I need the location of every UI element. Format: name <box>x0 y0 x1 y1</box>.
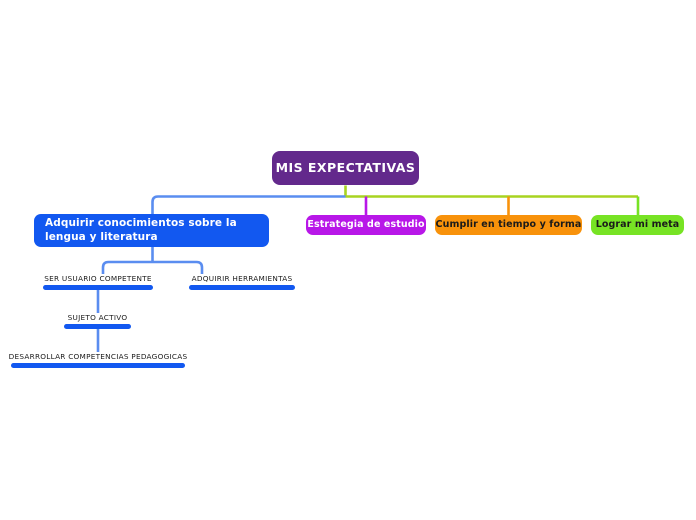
branch-node-label: Lograr mi meta <box>595 219 680 231</box>
branch-node-cumplir-en-tiempo-y-forma[interactable]: Cumplir en tiempo y forma <box>435 215 582 235</box>
branch-node-lograr-mi-meta[interactable]: Lograr mi meta <box>591 215 684 235</box>
branch-node-label: Cumplir en tiempo y forma <box>435 219 582 231</box>
root-node-mis-expectativas[interactable]: MIS EXPECTATIVAS <box>272 151 419 185</box>
branch-node-estrategia-de-estudio[interactable]: Estrategia de estudio <box>306 215 426 235</box>
leaf-underline-bar <box>64 324 131 329</box>
root-node-label: MIS EXPECTATIVAS <box>275 160 416 176</box>
leaf-underline-bar <box>43 285 153 290</box>
branch-node-label: Adquirir conocimientos sobre la lengua y… <box>45 217 237 243</box>
branch-node-lengua-literatura[interactable]: Adquirir conocimientos sobre la lengua y… <box>34 214 269 247</box>
leaf-underline-bar <box>11 363 185 368</box>
leaf-node-label: SER USUARIO COMPETENTE <box>44 274 152 283</box>
leaf-node-label: ADQUIRIR HERRAMIENTAS <box>191 274 293 283</box>
leaf-node-label: SUJETO ACTIVO <box>67 313 128 322</box>
leaf-underline-bar <box>189 285 295 290</box>
leaf-node-label: DESARROLLAR COMPETENCIAS PEDAGOGICAS <box>8 352 188 361</box>
branch-node-label: Estrategia de estudio <box>307 219 425 231</box>
